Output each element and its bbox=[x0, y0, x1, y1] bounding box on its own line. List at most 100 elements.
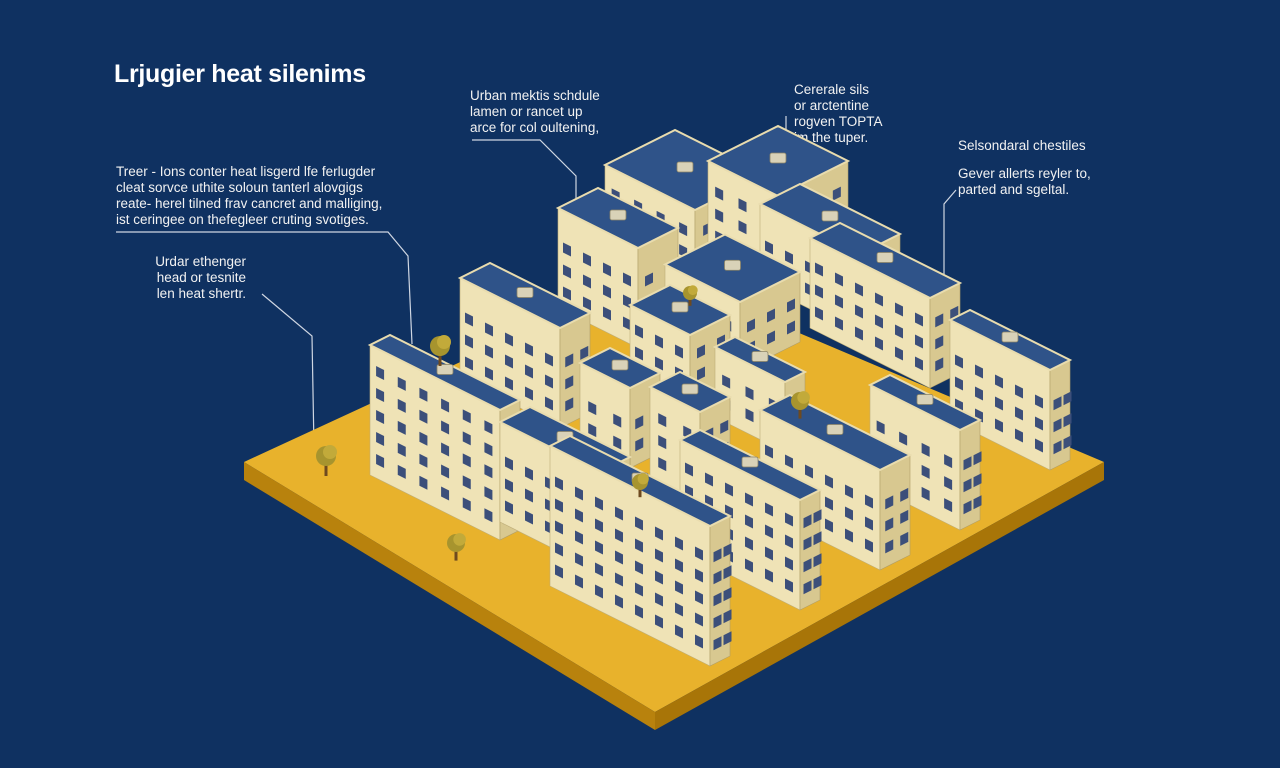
tree-canopy bbox=[323, 445, 337, 459]
rooftop-unit bbox=[876, 252, 894, 263]
rooftop-unit bbox=[1001, 331, 1019, 343]
window bbox=[765, 546, 773, 561]
window bbox=[441, 442, 450, 457]
window bbox=[419, 387, 428, 402]
window bbox=[635, 516, 643, 531]
window bbox=[1063, 413, 1072, 428]
window bbox=[555, 520, 563, 535]
window bbox=[555, 476, 563, 491]
tree-trunk bbox=[324, 462, 328, 476]
window bbox=[955, 376, 963, 391]
window bbox=[723, 565, 732, 580]
window bbox=[715, 208, 724, 223]
window bbox=[655, 548, 663, 563]
window bbox=[465, 334, 473, 349]
window bbox=[803, 558, 812, 573]
tree-canopy bbox=[437, 335, 451, 349]
window bbox=[944, 476, 953, 491]
tree bbox=[632, 473, 649, 498]
window bbox=[935, 313, 944, 328]
window bbox=[935, 335, 944, 350]
window bbox=[876, 420, 885, 435]
window bbox=[545, 396, 553, 411]
window bbox=[895, 346, 903, 361]
window bbox=[645, 272, 653, 287]
window bbox=[765, 502, 773, 517]
window bbox=[595, 584, 603, 599]
window bbox=[465, 356, 473, 371]
window bbox=[675, 558, 683, 573]
window bbox=[419, 475, 428, 490]
window bbox=[485, 344, 493, 359]
window bbox=[655, 592, 663, 607]
window bbox=[419, 431, 428, 446]
window bbox=[738, 198, 747, 213]
tree-trunk bbox=[438, 352, 442, 366]
window bbox=[723, 609, 732, 624]
window bbox=[484, 508, 493, 523]
window bbox=[563, 264, 571, 279]
window bbox=[695, 590, 703, 605]
tree-trunk bbox=[638, 486, 642, 498]
window bbox=[563, 242, 571, 257]
window bbox=[595, 496, 603, 511]
window bbox=[855, 326, 863, 341]
window bbox=[675, 536, 683, 551]
rooftop-unit bbox=[821, 210, 839, 222]
window bbox=[803, 536, 812, 551]
window bbox=[525, 466, 533, 481]
window bbox=[813, 553, 822, 568]
window bbox=[832, 186, 841, 201]
window bbox=[563, 286, 571, 301]
window bbox=[635, 437, 644, 452]
window bbox=[921, 442, 930, 457]
window bbox=[875, 336, 883, 351]
window bbox=[505, 354, 513, 369]
rooftop-unit bbox=[609, 209, 627, 221]
window bbox=[713, 636, 722, 651]
window bbox=[555, 564, 563, 579]
window bbox=[713, 548, 722, 563]
window bbox=[955, 354, 963, 369]
rooftop-unit bbox=[671, 301, 689, 313]
window bbox=[1053, 396, 1062, 411]
window bbox=[397, 464, 406, 479]
window bbox=[613, 413, 622, 428]
annotation-line: reate- herel tilned frav cancret and mal… bbox=[116, 196, 383, 211]
window bbox=[635, 324, 643, 339]
window bbox=[565, 397, 574, 412]
annotation-line: Urdar ethenger bbox=[155, 254, 246, 269]
window bbox=[485, 366, 493, 381]
window bbox=[885, 517, 894, 532]
building-wall-right bbox=[1049, 359, 1071, 471]
window bbox=[815, 284, 823, 299]
tree bbox=[430, 335, 451, 366]
window bbox=[555, 542, 563, 557]
annotation-top-center: Urban mektis schdule lamen or rancet up … bbox=[470, 88, 600, 136]
window bbox=[685, 462, 693, 477]
window bbox=[835, 294, 843, 309]
window bbox=[376, 454, 385, 469]
window bbox=[900, 509, 909, 524]
window bbox=[575, 574, 583, 589]
window bbox=[462, 475, 471, 490]
rooftop-unit bbox=[769, 152, 787, 164]
window bbox=[583, 296, 591, 311]
window bbox=[813, 531, 822, 546]
rooftop-unit bbox=[724, 259, 741, 271]
annotation-line: parted and sgeltal. bbox=[958, 182, 1070, 197]
annotation-line: rogven TOPTA bbox=[794, 114, 883, 129]
window bbox=[785, 250, 793, 265]
window bbox=[803, 580, 812, 595]
annotation-line: Cererale sils bbox=[794, 82, 870, 97]
annotation-top-center-right: Cererale sils or arctentine rogven TOPTA… bbox=[794, 82, 883, 146]
window bbox=[575, 530, 583, 545]
window bbox=[595, 562, 603, 577]
window bbox=[615, 550, 623, 565]
window bbox=[603, 306, 611, 321]
window bbox=[588, 401, 597, 416]
window bbox=[995, 396, 1003, 411]
window bbox=[767, 330, 775, 345]
window bbox=[785, 512, 793, 527]
window bbox=[462, 497, 471, 512]
